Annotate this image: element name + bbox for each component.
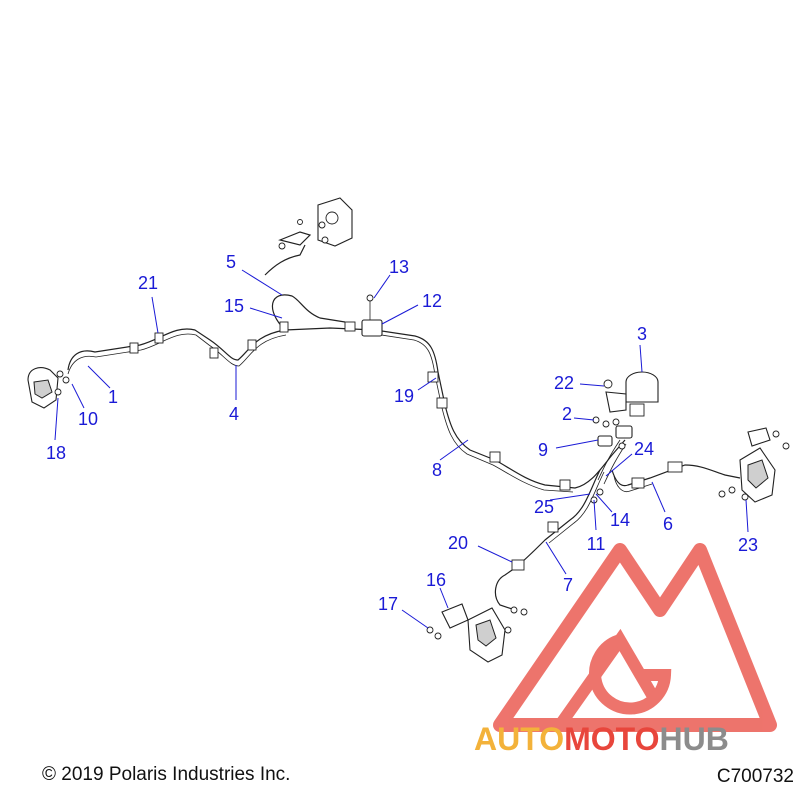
brake-lines	[67, 244, 741, 611]
master-cylinder	[592, 371, 659, 428]
callout-13: 13	[389, 257, 409, 277]
callout-18: 18	[46, 443, 66, 463]
callout-15: 15	[224, 296, 244, 316]
callout-3: 3	[637, 324, 647, 344]
callout-14: 14	[610, 510, 630, 530]
callout-16: 16	[426, 570, 446, 590]
copyright-text: © 2019 Polaris Industries Inc.	[42, 764, 290, 785]
callout-23: 23	[738, 535, 758, 555]
callout-25: 25	[534, 497, 554, 517]
watermark-text-auto: AUTO	[474, 721, 564, 757]
callout-20: 20	[448, 533, 468, 553]
callout-2: 2	[562, 404, 572, 424]
callout-5: 5	[226, 252, 236, 272]
junction-block	[361, 294, 383, 337]
diagram-code: C700732	[717, 766, 794, 787]
callout-24: 24	[634, 439, 654, 459]
callout-7: 7	[563, 575, 573, 595]
callout-22: 22	[554, 373, 574, 393]
callout-19: 19	[394, 386, 414, 406]
right-caliper	[718, 427, 790, 503]
callout-8: 8	[432, 460, 442, 480]
banjo-fitting	[590, 425, 633, 504]
callout-1: 1	[108, 387, 118, 407]
callout-12: 12	[422, 291, 442, 311]
leader-lines	[54, 269, 749, 629]
callout-21: 21	[138, 273, 158, 293]
callout-4: 4	[229, 404, 239, 424]
callout-11: 11	[587, 534, 606, 554]
left-caliper	[27, 367, 70, 409]
callout-6: 6	[663, 514, 673, 534]
callout-9: 9	[538, 440, 548, 460]
lower-caliper	[426, 603, 528, 663]
watermark-logo	[493, 543, 777, 732]
watermark-text-hub: HUB	[659, 721, 728, 757]
callout-10: 10	[78, 409, 98, 429]
callout-17: 17	[378, 594, 398, 614]
line-clips	[129, 321, 683, 571]
svg-text:AUTOMOTOHUB: AUTOMOTOHUB	[474, 721, 729, 757]
watermark-text-moto: MOTO	[564, 721, 659, 757]
top-mount-bracket	[278, 197, 353, 250]
callout-labels: 1 2 3 4 5 6 7 8 9 10 11 12 13 14 15 16 1…	[46, 252, 758, 614]
